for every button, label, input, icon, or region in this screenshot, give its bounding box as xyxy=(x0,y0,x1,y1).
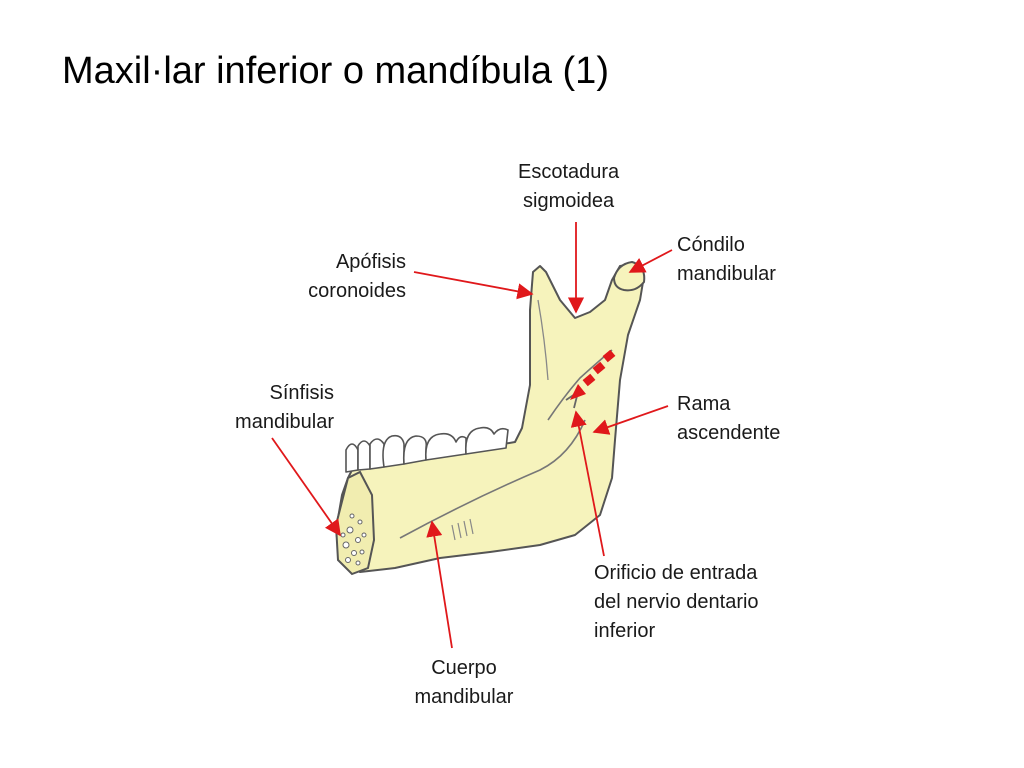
leader-arrows xyxy=(271,222,673,649)
label-apofisis-coronoides: Apófisis coronoides xyxy=(290,248,406,306)
label-line: mandibular xyxy=(235,411,334,433)
label-condilo-mandibular: Cóndilo mandibular xyxy=(677,231,776,289)
ramus-ridge xyxy=(537,299,549,381)
label-line: Cuerpo xyxy=(431,657,497,679)
label-line: coronoides xyxy=(308,280,406,302)
symphysis-trabecular-holes xyxy=(340,513,367,566)
label-line: Apófisis xyxy=(335,251,406,273)
muscle-marks xyxy=(451,518,474,541)
label-line: Cóndilo xyxy=(677,234,745,256)
label-escotadura-sigmoidea: Escotadura sigmoidea xyxy=(518,158,619,216)
arrow-apofisis xyxy=(413,271,534,300)
label-line: inferior xyxy=(594,620,656,642)
label-line: Orificio de entrada xyxy=(594,562,758,584)
arrow-condilo xyxy=(628,249,673,273)
label-sinfisis-mandibular: Sínfisis mandibular xyxy=(212,379,334,437)
arrow-cuerpo xyxy=(426,520,453,649)
symphysis-cut-face xyxy=(334,470,376,576)
label-line: mandibular xyxy=(414,686,514,708)
arrow-orificio xyxy=(570,410,605,557)
arrow-rama xyxy=(592,405,669,435)
label-line: ascendente xyxy=(677,422,781,444)
mandible-illustration xyxy=(334,260,646,576)
label-cuerpo-mandibular: Cuerpo mandibular xyxy=(404,654,524,712)
lower-teeth xyxy=(345,426,509,473)
label-line: del nervio dentario xyxy=(594,591,759,613)
dashed-direction-arrow xyxy=(570,349,616,400)
arrow-sinfisis xyxy=(271,437,341,537)
label-line: Rama xyxy=(677,393,731,415)
label-line: Escotadura xyxy=(518,161,620,183)
label-line: mandibular xyxy=(677,263,776,285)
slide-title: Maxil·lar inferior o mandíbula (1) xyxy=(62,50,609,92)
mylohyoid-line xyxy=(399,419,586,539)
label-orificio-entrada: Orificio de entrada del nervio dentario … xyxy=(594,559,759,646)
label-line: sigmoidea xyxy=(523,190,615,212)
label-rama-ascendente: Rama ascendente xyxy=(677,390,780,448)
label-line: Sínfisis xyxy=(269,382,334,404)
